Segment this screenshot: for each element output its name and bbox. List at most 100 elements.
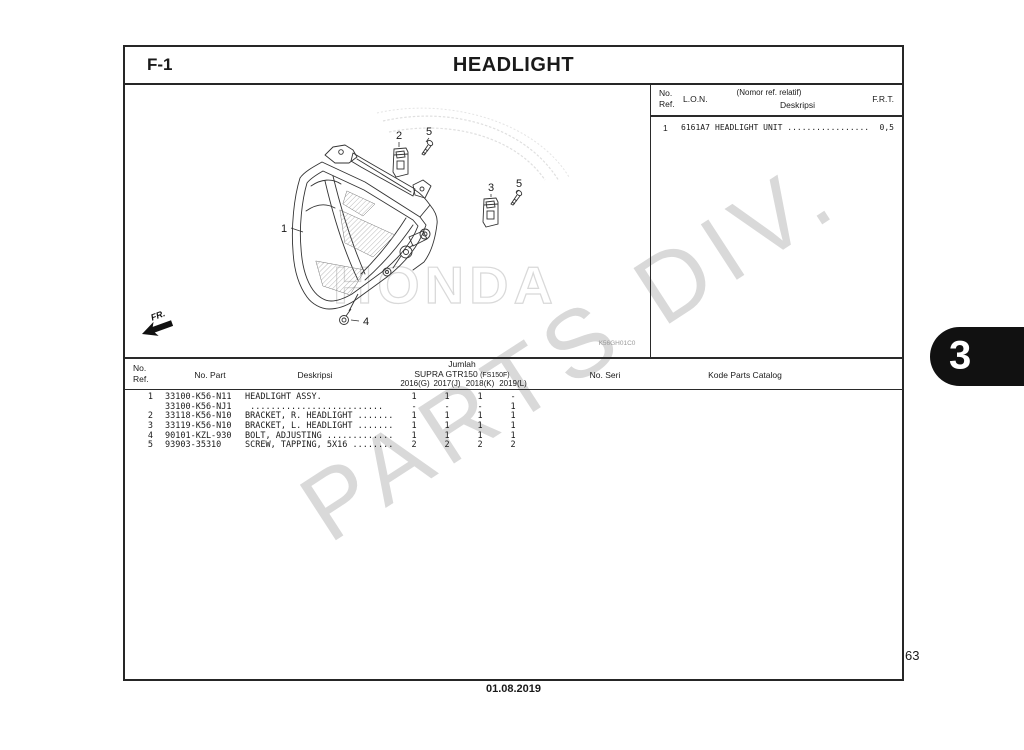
qty-2018-cell: 1 <box>477 411 483 422</box>
col-no-part-header: No. Part <box>194 370 226 380</box>
ref-row-lon: 6161A7 <box>681 123 710 132</box>
col-rel-label: (Nomor ref. relatif) <box>736 88 802 97</box>
parts-table-rows: 1 33100-K56-N11 HEADLIGHT ASSY. 1 1 1 - … <box>125 392 902 451</box>
chapter-tab: 3 <box>930 327 1024 386</box>
part-number-cell: 90101-KZL-930 <box>165 430 232 441</box>
col-frt-header: F.R.T. <box>872 94 894 104</box>
qty-2019-cell: 1 <box>510 401 516 412</box>
col-desk-label: Deskripsi <box>780 100 815 110</box>
qty-2017-cell: 1 <box>444 421 450 432</box>
page-title: HEADLIGHT <box>452 54 575 76</box>
qty-2019-cell: 2 <box>510 440 516 451</box>
ref-table: No. Ref. L.O.N. (Nomor ref. relatif) Des… <box>650 85 902 357</box>
qty-2016-cell: 1 <box>411 421 417 432</box>
callout-5b: 5 <box>516 178 522 190</box>
callout-5a: 5 <box>426 126 432 138</box>
description-cell: HEADLIGHT ASSY. <box>245 392 322 402</box>
description-cell: SCREW, TAPPING, 5X16 ........ <box>245 440 394 451</box>
ref-cell: 2 <box>147 411 153 422</box>
diagram-code: K56GH01C0 <box>599 340 636 347</box>
year-col-2019: 2019(L) <box>499 379 527 388</box>
col-ref-label: Ref. <box>133 374 149 384</box>
col-lon-header: L.O.N. <box>683 94 708 104</box>
description-cell: BRACKET, R. HEADLIGHT ....... <box>245 411 394 422</box>
col-no-label: No. <box>659 88 673 98</box>
col-no-label: No. <box>133 363 147 373</box>
qty-2018-cell: 1 <box>477 392 483 402</box>
qty-2017-cell: 2 <box>444 440 450 451</box>
year-col-2016: 2016(G) <box>400 379 430 388</box>
part-number-cell: 33100-K56-N11 <box>165 392 232 402</box>
qty-2017-cell: 1 <box>444 392 450 402</box>
qty-2016-cell: 1 <box>411 392 417 402</box>
qty-2017-cell: 1 <box>444 411 450 422</box>
col-no-ref-header: No. Ref. <box>659 88 675 110</box>
qty-2018-cell: 1 <box>477 430 483 441</box>
table-row: 3 33119-K56-N10 BRACKET, L. HEADLIGHT ..… <box>125 421 902 432</box>
qty-2016-cell: 1 <box>411 430 417 441</box>
col-no-ref-header: No. Ref. <box>133 363 149 385</box>
catalog-sheet: F-1 HEADLIGHT HONDA <box>123 45 904 681</box>
ref-row-no: 1 <box>663 123 668 133</box>
table-row: 5 93903-35310 SCREW, TAPPING, 5X16 .....… <box>125 441 902 451</box>
description-cell: BOLT, ADJUSTING ............. <box>245 430 394 441</box>
qty-2018-cell: - <box>477 401 483 412</box>
callout-4: 4 <box>363 316 369 328</box>
tapping-screw-lower <box>510 189 523 206</box>
model-name: SUPRA GTR150 <box>414 368 478 379</box>
part-number-cell: 33100-K56-NJ1 <box>165 401 232 412</box>
ref-cell: 5 <box>147 440 153 451</box>
qty-2019-cell: - <box>510 392 516 402</box>
honda-text-watermark: HONDA <box>333 257 558 315</box>
qty-2016-cell: - <box>411 401 417 412</box>
page-root: { "header": { "section_code": "F-1", "ti… <box>123 45 1024 695</box>
description-cell: .......................... <box>245 401 384 412</box>
qty-2019-cell: 1 <box>510 421 516 432</box>
tapping-screw-upper <box>421 139 434 156</box>
fr-direction-indicator: FR. <box>142 308 174 336</box>
fr-arrow-icon <box>142 320 174 336</box>
qty-2019-cell: 1 <box>510 411 516 422</box>
callout-2: 2 <box>396 130 402 142</box>
qty-2016-cell: 2 <box>411 440 417 451</box>
col-deskripsi-header: Deskripsi <box>297 370 333 380</box>
headlight-unit-drawing <box>291 144 438 310</box>
ref-row-frt: 0,5 <box>879 123 894 132</box>
bracket-left-part <box>482 197 499 228</box>
ref-cell: 4 <box>147 430 153 441</box>
qty-2019-cell: 1 <box>510 430 516 441</box>
ref-table-header: No. Ref. L.O.N. (Nomor ref. relatif) Des… <box>651 85 902 117</box>
section-code: F-1 <box>147 55 173 74</box>
callout-leader-lines <box>290 137 520 322</box>
qty-2018-cell: 2 <box>477 440 483 451</box>
table-row: 33100-K56-NJ1 ..........................… <box>125 401 902 413</box>
col-ref-label: Ref. <box>659 99 675 109</box>
col-deskripsi-header: (Nomor ref. relatif) Deskripsi <box>719 87 819 111</box>
callout-3: 3 <box>488 182 494 194</box>
ref-row-description: HEADLIGHT UNIT ................. <box>715 123 870 132</box>
year-col-2018: 2018(K) <box>465 379 495 388</box>
callout-1: 1 <box>281 223 287 235</box>
bracket-right-part <box>392 147 409 178</box>
parts-diagram: HONDA <box>142 107 636 347</box>
callout-numbers: 1 2 5 3 5 4 <box>281 126 522 328</box>
ref-cell: 1 <box>147 392 153 402</box>
table-row: 4 90101-KZL-930 BOLT, ADJUSTING ........… <box>125 430 902 442</box>
year-col-2017: 2017(J) <box>433 379 461 388</box>
page-number: 63 <box>905 648 920 663</box>
qty-2018-cell: 1 <box>477 421 483 432</box>
col-jumlah-header: Jumlah SUPRA GTR150 (FS150F) <box>362 359 562 380</box>
jumlah-label: Jumlah <box>448 359 476 369</box>
qty-2016-cell: 1 <box>411 411 417 422</box>
table-row: 2 33118-K56-N10 BRACKET, R. HEADLIGHT ..… <box>125 412 902 422</box>
honda-logo-watermark: HONDA <box>332 107 570 316</box>
parts-table-header: No. Ref. No. Part Deskripsi Jumlah SUPRA… <box>125 357 902 390</box>
part-number-cell: 33118-K56-N10 <box>165 411 232 422</box>
col-kode-parts-header: Kode Parts Catalog <box>708 370 782 380</box>
fr-label: FR. <box>149 308 166 322</box>
print-date: 01.08.2019 <box>485 683 542 695</box>
qty-2017-cell: - <box>444 401 450 412</box>
part-number-cell: 93903-35310 <box>165 440 222 451</box>
chapter-number: 3 <box>949 333 972 378</box>
description-cell: BRACKET, L. HEADLIGHT ....... <box>245 421 394 432</box>
